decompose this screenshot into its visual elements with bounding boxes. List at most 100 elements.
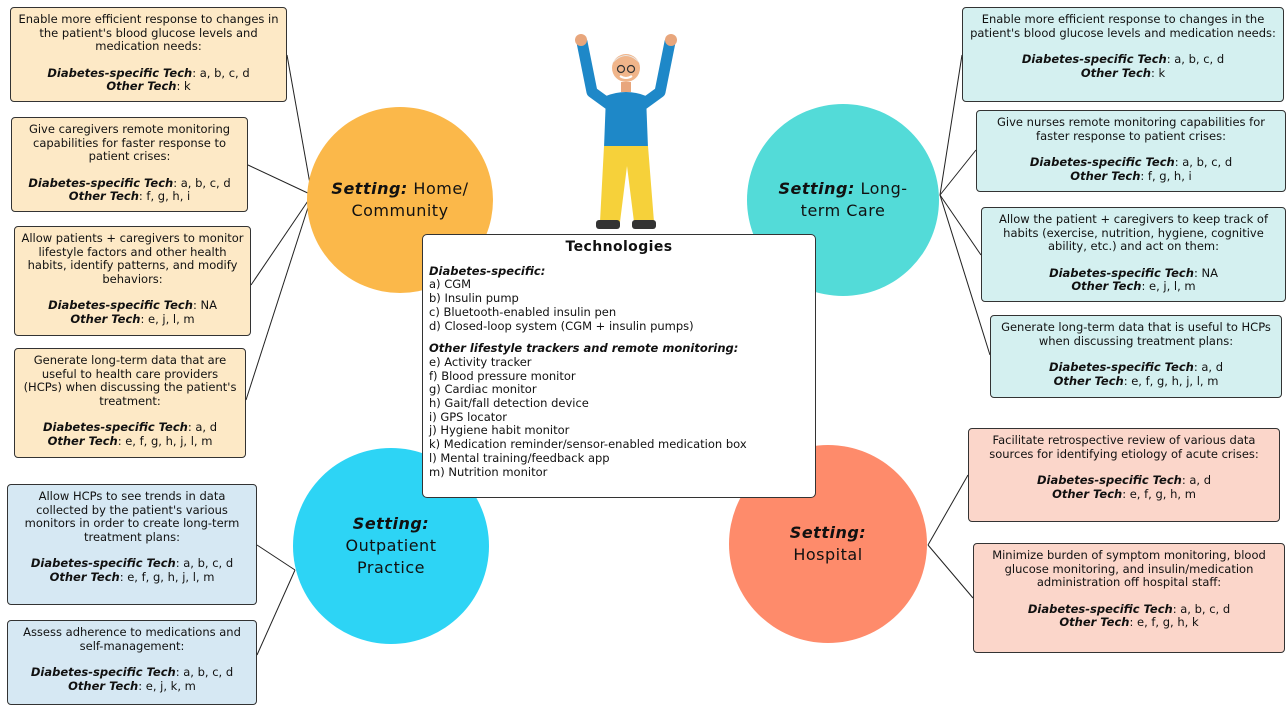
- other-tech-label: Other Tech: [49, 569, 120, 584]
- diabetes-tech-label: Diabetes-specific Tech: [1021, 52, 1167, 66]
- setting-prefix: Setting:: [352, 514, 430, 533]
- box-description: Facilitate retrospective review of vario…: [989, 433, 1259, 461]
- diabetes-tech-values: : NA: [192, 298, 217, 312]
- diabetes-tech-values: : a, b, c, d: [173, 175, 231, 190]
- home-box-2: Give caregivers remote monitoring capabi…: [11, 117, 248, 212]
- other-tech-values: : f, g, h, i: [1140, 168, 1192, 183]
- tech-item: e) Activity tracker: [429, 354, 532, 369]
- other-tech-label: Other Tech: [106, 79, 177, 93]
- longterm-box-1: Enable more efficient response to change…: [962, 7, 1284, 102]
- other-tech-label: Other Tech: [70, 311, 141, 326]
- other-tech-label: Other Tech: [1080, 65, 1151, 80]
- box-description: Minimize burden of symptom monitoring, b…: [992, 548, 1266, 589]
- other-tech-values: : e, f, g, h, k: [1129, 615, 1199, 629]
- other-tech-values: : e, j, l, m: [140, 311, 195, 326]
- diabetes-tech-values: : a, d: [1193, 360, 1224, 374]
- diabetes-tech-label: Diabetes-specific Tech: [1049, 265, 1194, 280]
- tech-item: i) GPS locator: [429, 409, 508, 424]
- diabetes-tech-label: Diabetes-specific Tech: [47, 65, 193, 80]
- setting-name-line2: term Care: [800, 201, 886, 220]
- setting-name-line2: Community: [351, 201, 449, 220]
- diabetes-tech-values: : a, b, c, d: [192, 65, 250, 80]
- box-description: Assess adherence to medications and self…: [23, 625, 241, 653]
- other-tech-values: : e, j, l, m: [1141, 279, 1196, 293]
- diabetes-tech-label: Diabetes-specific Tech: [42, 420, 188, 434]
- setting-prefix: Setting:: [331, 179, 408, 198]
- home-box-1: Enable more efficient response to change…: [10, 7, 287, 102]
- diabetes-tech-label: Diabetes-specific Tech: [28, 175, 174, 190]
- other-tech-values: : f, g, h, i: [138, 189, 191, 203]
- tech-item: j) Hygiene habit monitor: [429, 423, 570, 438]
- connector-line: [286, 54, 313, 196]
- setting-circle-hospital: Setting: Hospital: [729, 445, 927, 643]
- setting-name: Hospital: [793, 545, 863, 564]
- box-description: Generate long-term data that are useful …: [23, 353, 237, 408]
- technologies-box: Technologies Diabetes-specific: a) CGM b…: [422, 234, 816, 498]
- tech-item: a) CGM: [429, 277, 472, 292]
- tech-item: c) Bluetooth-enabled insulin pen: [429, 304, 617, 319]
- diabetes-tech-values: : NA: [1193, 265, 1218, 280]
- longterm-box-4: Generate long-term data that is useful t…: [990, 315, 1282, 398]
- other-tech-label: Other Tech: [1053, 373, 1124, 388]
- tech-item: k) Medication reminder/sensor-enabled me…: [429, 437, 747, 452]
- diabetes-specific-heading: Diabetes-specific:: [429, 263, 546, 278]
- diabetes-tech-label: Diabetes-specific Tech: [1048, 360, 1194, 374]
- box-description: Allow HCPs to see trends in data collect…: [24, 489, 240, 544]
- box-description: Allow the patient + caregivers to keep t…: [999, 212, 1268, 253]
- diabetes-tech-label: Diabetes-specific Tech: [48, 298, 193, 312]
- other-tech-label: Other Tech: [1059, 615, 1130, 629]
- elderly-man-cheering-icon: [575, 34, 677, 229]
- tech-item: m) Nutrition monitor: [429, 464, 548, 479]
- home-box-3: Allow patients + caregivers to monitor l…: [14, 226, 251, 336]
- other-tech-values: : e, f, g, h, m: [1122, 486, 1196, 501]
- box-description: Enable more efficient response to change…: [18, 12, 279, 53]
- other-tech-label: Other Tech: [1071, 279, 1142, 293]
- longterm-box-2: Give nurses remote monitoring capabiliti…: [976, 110, 1286, 192]
- hospital-box-1: Facilitate retrospective review of vario…: [968, 428, 1280, 522]
- box-description: Give nurses remote monitoring capabiliti…: [997, 115, 1265, 143]
- other-tech-values: : k: [176, 79, 191, 93]
- diabetes-tech-values: : a, b, c, d: [175, 665, 234, 679]
- setting-name: Home/: [413, 179, 469, 198]
- other-tech-values: : e, f, g, h, j, l, m: [1123, 373, 1219, 388]
- diabetes-tech-values: : a, b, c, d: [1166, 52, 1225, 66]
- diabetes-tech-values: : a, b, c, d: [1172, 601, 1231, 616]
- diabetes-tech-label: Diabetes-specific Tech: [30, 665, 176, 679]
- setting-name: Outpatient: [345, 536, 437, 555]
- longterm-box-3: Allow the patient + caregivers to keep t…: [981, 207, 1286, 302]
- other-tech-label: Other Tech: [47, 433, 118, 448]
- tech-item: b) Insulin pump: [429, 291, 519, 306]
- outpatient-box-1: Allow HCPs to see trends in data collect…: [7, 484, 257, 605]
- hospital-box-2: Minimize burden of symptom monitoring, b…: [973, 543, 1285, 653]
- home-box-4: Generate long-term data that are useful …: [14, 348, 246, 458]
- tech-item: f) Blood pressure monitor: [429, 368, 576, 383]
- technologies-title: Technologies: [565, 239, 673, 255]
- box-description: Enable more efficient response to change…: [970, 12, 1276, 40]
- diabetes-tech-label: Diabetes-specific Tech: [30, 556, 176, 570]
- setting-prefix: Setting:: [778, 179, 855, 198]
- tech-item: l) Mental training/feedback app: [429, 450, 610, 465]
- box-description: Generate long-term data that is useful t…: [1001, 320, 1271, 348]
- box-description: Allow patients + caregivers to monitor l…: [21, 231, 244, 286]
- other-trackers-heading: Other lifestyle trackers and remote moni…: [429, 341, 739, 356]
- other-tech-values: : e, j, k, m: [138, 678, 196, 693]
- diabetes-tech-label: Diabetes-specific Tech: [1036, 473, 1182, 487]
- other-tech-label: Other Tech: [1052, 486, 1123, 501]
- setting-name-line2: Practice: [357, 558, 425, 577]
- other-tech-values: : e, f, g, h, j, l, m: [119, 569, 215, 584]
- tech-item: h) Gait/fall detection device: [429, 396, 589, 411]
- diabetes-tech-label: Diabetes-specific Tech: [1027, 601, 1173, 616]
- other-tech-label: Other Tech: [68, 189, 139, 203]
- diabetes-tech-values: : a, d: [187, 420, 218, 434]
- setting-name: Long-: [860, 179, 908, 198]
- other-tech-values: : e, f, g, h, j, l, m: [117, 433, 213, 448]
- diabetes-tech-values: : a, b, c, d: [175, 556, 234, 570]
- other-tech-values: : k: [1150, 65, 1166, 80]
- other-tech-label: Other Tech: [68, 678, 139, 693]
- setting-prefix: Setting:: [789, 523, 867, 542]
- other-tech-label: Other Tech: [1070, 168, 1141, 183]
- tech-item: g) Cardiac monitor: [429, 382, 537, 397]
- diabetes-tech-label: Diabetes-specific Tech: [1029, 155, 1175, 169]
- tech-item: d) Closed-loop system (CGM + insulin pum…: [429, 318, 694, 333]
